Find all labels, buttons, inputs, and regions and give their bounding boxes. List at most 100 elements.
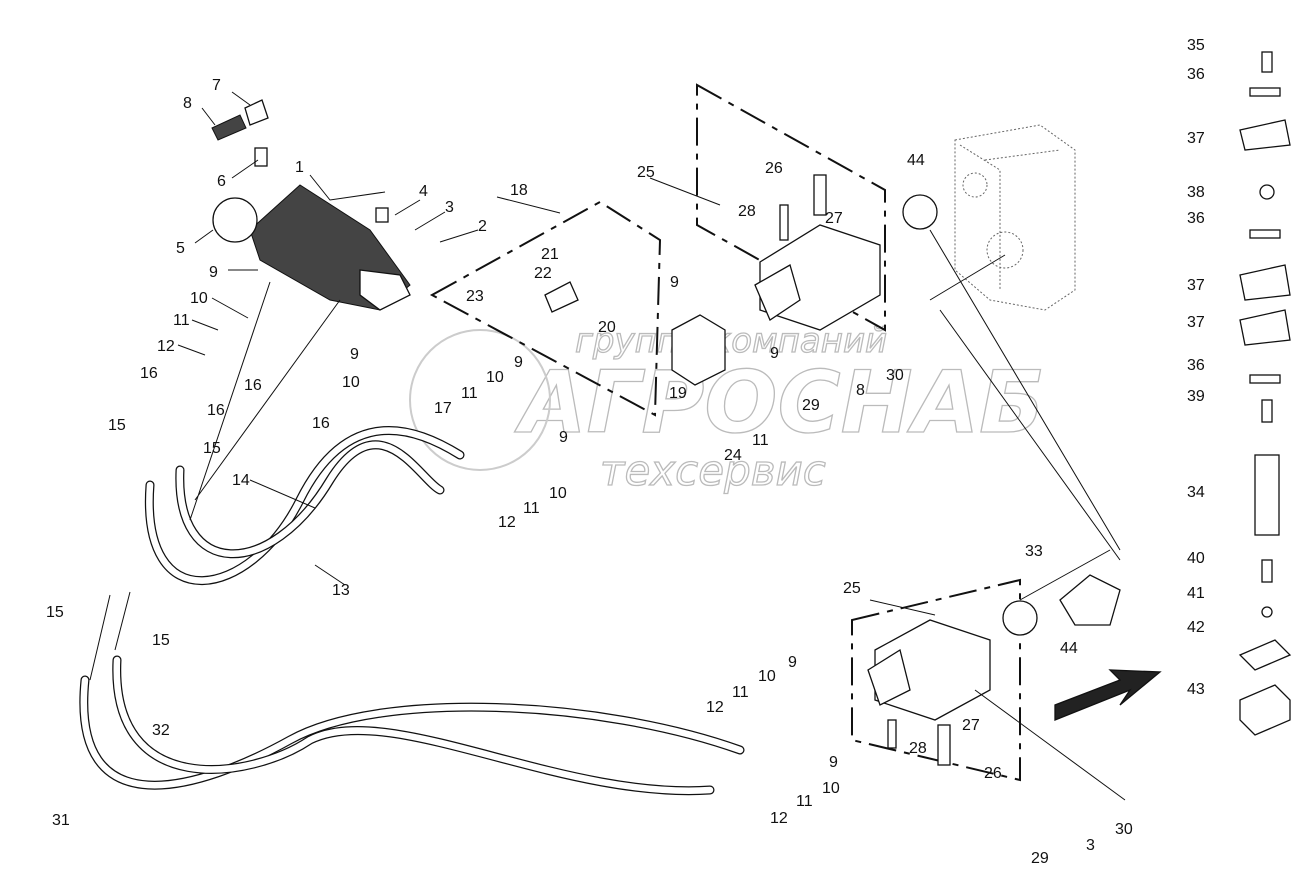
callout-label: 23 <box>466 288 484 305</box>
callout-label: 27 <box>962 717 980 734</box>
callout-label: 36 <box>1187 210 1205 227</box>
watermark-line2: АГРОСНАБ <box>514 353 1045 453</box>
callout-label: 39 <box>1187 388 1205 405</box>
callout-label: 11 <box>732 684 749 701</box>
callout-label: 40 <box>1187 550 1205 567</box>
callout-label: 10 <box>758 668 776 685</box>
callout-label: 29 <box>1031 850 1049 867</box>
watermark-line3: техсервис <box>600 446 826 495</box>
callout-label: 17 <box>434 400 452 417</box>
hydraulic-motor-bottom <box>867 600 1038 766</box>
callout-label: 36 <box>1187 357 1205 374</box>
callout-label: 20 <box>598 319 616 336</box>
hydraulic-motor-top <box>754 174 938 331</box>
callout-label: 25 <box>843 580 861 597</box>
callout-label: 36 <box>1187 66 1205 83</box>
callout-label: 12 <box>498 514 516 531</box>
callout-label: 12 <box>770 810 788 827</box>
callout-label: 30 <box>1115 821 1133 838</box>
callout-label: 9 <box>514 354 523 371</box>
callout-label: 32 <box>152 722 170 739</box>
callout-label: 16 <box>207 402 225 419</box>
callout-label: 12 <box>706 699 724 716</box>
callout-label: 21 <box>541 246 559 263</box>
callout-label: 25 <box>637 164 655 181</box>
o-ring-5 <box>212 197 258 243</box>
callout-label: 27 <box>825 210 843 227</box>
hoses <box>79 426 745 796</box>
callout-labels: 7861432591011121616161615159101413182122… <box>46 37 1205 867</box>
callout-label: 14 <box>232 472 250 489</box>
callout-label: 8 <box>183 95 192 112</box>
callout-label: 41 <box>1187 585 1205 602</box>
callout-label: 16 <box>244 377 262 394</box>
callout-label: 26 <box>984 765 1002 782</box>
callout-label: 5 <box>176 240 185 257</box>
callout-label: 9 <box>770 345 779 362</box>
dashed-group-18 <box>429 200 662 417</box>
callout-label: 15 <box>152 632 170 649</box>
callout-label: 44 <box>907 152 925 169</box>
callout-label: 9 <box>829 754 838 771</box>
callout-label: 9 <box>559 429 568 446</box>
watermark: группа компаний АГРОСНАБ техсервис <box>409 320 1045 496</box>
callout-label: 10 <box>190 290 208 307</box>
callout-label: 12 <box>157 338 175 355</box>
callout-label: 7 <box>212 77 221 94</box>
callout-label: 9 <box>350 346 359 363</box>
callout-label: 3 <box>1086 837 1095 854</box>
callout-label: 15 <box>203 440 221 457</box>
callout-label: 42 <box>1187 619 1205 636</box>
tandem-pump <box>211 99 411 311</box>
callout-label: 38 <box>1187 184 1205 201</box>
leader-lines <box>89 91 1126 801</box>
callout-label: 30 <box>886 367 904 384</box>
callout-label: 37 <box>1187 277 1205 294</box>
callout-label: 37 <box>1187 314 1205 331</box>
bracket-33 <box>1059 574 1121 626</box>
callout-label: 43 <box>1187 681 1205 698</box>
clamp-parts-column <box>1238 51 1292 736</box>
callout-label: 18 <box>510 182 528 199</box>
callout-label: 28 <box>738 203 756 220</box>
callout-label: 24 <box>724 447 742 464</box>
callout-label: 29 <box>802 397 820 414</box>
callout-label: 16 <box>140 365 158 382</box>
valve-block <box>671 314 726 386</box>
callout-label: 10 <box>342 374 360 391</box>
watermark-line1: группа компаний <box>575 321 887 361</box>
callout-label: 6 <box>217 173 226 190</box>
callout-label: 19 <box>669 385 687 402</box>
dashed-group-25-top <box>696 83 886 332</box>
dashed-group-25-bottom <box>851 578 1021 782</box>
callout-label: 15 <box>46 604 64 621</box>
gearbox-housing <box>954 124 1076 311</box>
callout-label: 11 <box>752 432 769 449</box>
fitting-22 <box>544 281 579 313</box>
o-ring-44-bottom <box>1002 600 1038 636</box>
callout-label: 11 <box>523 500 540 517</box>
callout-label: 11 <box>173 312 190 329</box>
direction-arrow <box>1054 669 1162 721</box>
callout-label: 28 <box>909 740 927 757</box>
callout-label: 34 <box>1187 484 1205 501</box>
callout-label: 13 <box>332 582 350 599</box>
callout-label: 2 <box>478 218 487 235</box>
callout-label: 26 <box>765 160 783 177</box>
callout-label: 4 <box>419 183 428 200</box>
callout-label: 15 <box>108 417 126 434</box>
callout-label: 11 <box>796 793 813 810</box>
callout-label: 22 <box>534 265 552 282</box>
o-ring-44-top <box>902 194 938 230</box>
callout-label: 8 <box>856 382 865 399</box>
callout-label: 35 <box>1187 37 1205 54</box>
callout-label: 33 <box>1025 543 1043 560</box>
callout-label: 11 <box>461 385 478 402</box>
callout-label: 9 <box>209 264 218 281</box>
callout-label: 16 <box>312 415 330 432</box>
callout-label: 10 <box>549 485 567 502</box>
callout-label: 10 <box>822 780 840 797</box>
callout-label: 3 <box>445 199 454 216</box>
callout-label: 44 <box>1060 640 1078 657</box>
